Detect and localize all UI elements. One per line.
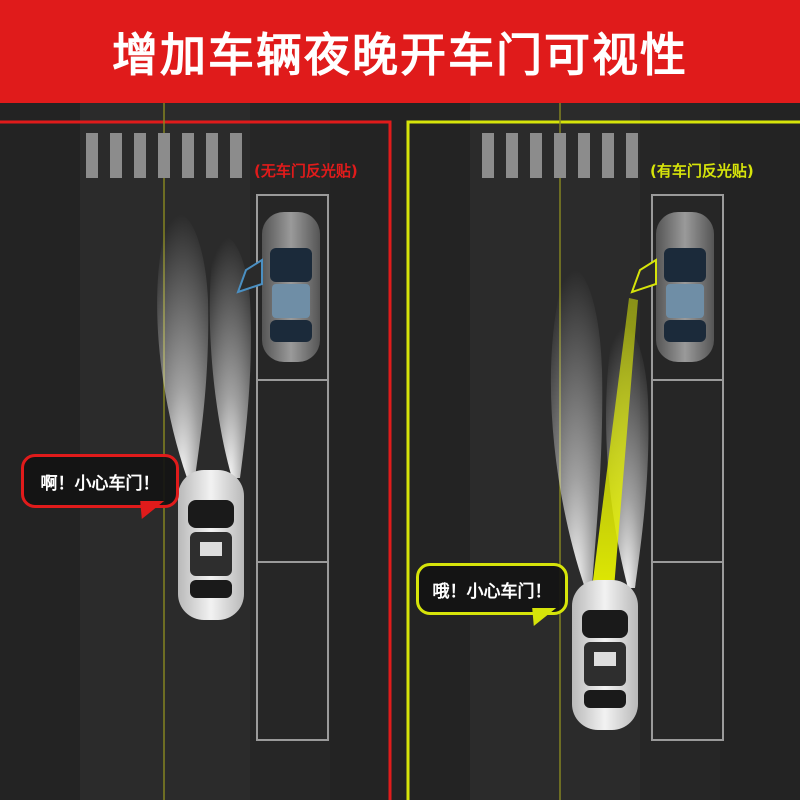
parked-car-left <box>236 212 320 362</box>
parked-car-right <box>630 212 714 362</box>
parking-stalls-right <box>651 194 724 741</box>
moving-car-right <box>572 580 638 730</box>
speech-bubble-left: 啊！小心车门！ <box>21 454 179 508</box>
right-panel-tag: (有车门反光贴) <box>650 162 754 180</box>
crosswalk-left <box>86 133 242 178</box>
left-panel-frame <box>0 120 392 800</box>
reflector-light-beam <box>592 298 638 588</box>
header-banner: 增加车辆夜晚开车门可视性 <box>0 0 800 103</box>
crosswalk-right <box>482 133 638 178</box>
page-title: 增加车辆夜晚开车门可视性 <box>112 27 688 82</box>
headlight-beams-left <box>157 214 251 478</box>
moving-car-left <box>178 470 244 620</box>
road-scene <box>0 103 800 800</box>
right-panel-frame <box>406 120 800 800</box>
speech-bubble-right: 哦！小心车门！ <box>416 563 568 615</box>
parking-stalls-left <box>256 194 329 741</box>
left-panel-tag: (无车门反光贴) <box>254 162 358 180</box>
